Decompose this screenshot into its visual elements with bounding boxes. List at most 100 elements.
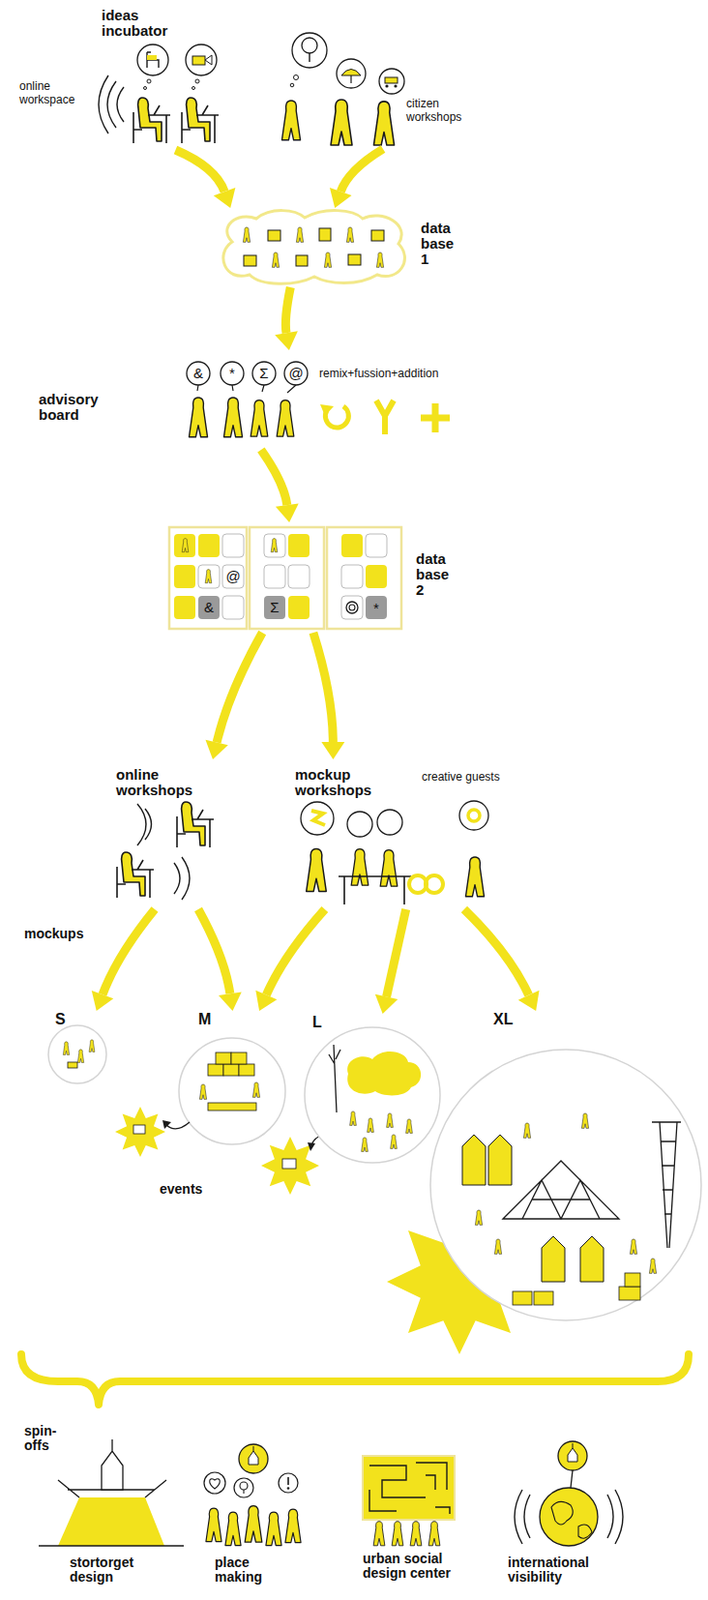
- database-cloud-shape: [376, 252, 384, 267]
- arrow-head: [91, 990, 114, 1011]
- place-making-sketch: [287, 1486, 291, 1490]
- arrow-shaft: [386, 909, 407, 997]
- spin-off-brace: [21, 1354, 689, 1405]
- mockup-circle-xl: [430, 1049, 702, 1321]
- operation-note: remix+fussion+addition: [319, 366, 439, 381]
- remix-symbols: [376, 400, 394, 435]
- flow-arrow: [198, 909, 242, 1011]
- database-cloud-shape: [271, 252, 279, 267]
- mockup-circle-l: [328, 1044, 341, 1113]
- arrow-shaft: [261, 449, 288, 505]
- international-visibility-sketch: [539, 1487, 598, 1546]
- mockup-workshop-sketch: [380, 850, 398, 887]
- event-label: events: [159, 1181, 203, 1197]
- mockup-workshop-sketch: [351, 849, 369, 886]
- database-cloud-shape: [223, 210, 406, 285]
- advisory-group: advisory board: [33, 350, 315, 450]
- arrow-shaft: [464, 909, 530, 996]
- citizen-workshop-sketch: [292, 32, 327, 68]
- citizen-workshop-sketch: [336, 59, 366, 89]
- citizen-workshop-sketch: [301, 37, 318, 54]
- citizen-workshop-sketch: [384, 77, 398, 84]
- bubble-symbol: &: [188, 364, 208, 383]
- online-workspace-sketch: [144, 87, 148, 90]
- mockup-circle-xl: [581, 1113, 589, 1128]
- place-making-sketch: [248, 1445, 259, 1465]
- stortorget-sketch: [101, 1439, 123, 1490]
- mockup-circle-s: [48, 1025, 107, 1084]
- flow-arrow: [205, 632, 263, 760]
- international-visibility-sketch: [570, 1470, 573, 1488]
- mockup-circle-m: [207, 1063, 224, 1076]
- place-making-sketch: [244, 1505, 263, 1543]
- database-tiles: [169, 527, 402, 629]
- citizen-workshop-sketch: [294, 75, 299, 81]
- database-tiles: [222, 564, 244, 589]
- advisory-board-sketch: [220, 361, 244, 385]
- database-cloud-shape: [348, 254, 361, 266]
- online-workspace-sketch: [147, 55, 157, 60]
- bubble-symbol: *: [222, 364, 242, 383]
- event-burst: [282, 1158, 296, 1169]
- place-making-sketch: [234, 1477, 254, 1498]
- arrow-shaft: [340, 148, 384, 192]
- design-center-sketch: [362, 1455, 455, 1546]
- place-making-sketch: [206, 1507, 222, 1541]
- citizen-workshop-sketch: [281, 32, 405, 146]
- stortorget-sketch: [58, 1497, 165, 1546]
- place-making-sketch: [204, 1444, 301, 1546]
- node-text: online workshops: [116, 767, 193, 798]
- online-workshop-sketch: [177, 801, 214, 848]
- arrow-shaft: [216, 632, 263, 742]
- event-burst: [115, 1106, 325, 1195]
- citizen-workshop-sketch: [330, 99, 353, 146]
- arrow-head: [321, 741, 345, 760]
- place-making-sketch: [278, 1473, 298, 1493]
- stage-heading: mockups: [24, 926, 84, 942]
- database-tiles: [288, 533, 310, 558]
- place-making-sketch: [239, 1481, 248, 1490]
- node-text: urban social design center: [362, 1551, 460, 1581]
- arrow-head: [274, 330, 298, 351]
- mockup-circle-xl: [474, 1209, 482, 1225]
- database-tiles: [222, 533, 244, 558]
- database-tiles: [174, 564, 196, 589]
- node-text: online workspace: [19, 79, 75, 107]
- advisory-board-sketch: [186, 361, 210, 385]
- event-burst: [307, 1142, 316, 1151]
- design-center-sketch: [373, 1521, 385, 1546]
- database-tiles: [270, 538, 278, 553]
- citizen-workshop-sketch: [393, 84, 397, 88]
- database-tiles: [222, 595, 244, 620]
- mockup-circle: L: [302, 1013, 443, 1164]
- online-workspace-sketch: [98, 44, 219, 144]
- arrow-shaft: [285, 287, 291, 333]
- arrow-head: [255, 990, 277, 1011]
- advisory-board-sketch: [284, 361, 308, 385]
- database-tiles: [365, 533, 387, 558]
- spin-off-label: stortorget design: [69, 1555, 134, 1585]
- database-tiles: [198, 533, 220, 558]
- place-making-sketch: [204, 1472, 226, 1494]
- advisory-board-sketch: [276, 400, 295, 438]
- stage-heading: spin-offs: [24, 1423, 57, 1453]
- mockup-circle-xl: [629, 1239, 637, 1254]
- mockup-circle-l: [347, 1051, 421, 1095]
- stortorget-sketch: [38, 1439, 184, 1546]
- flow-arrow: [464, 909, 540, 1011]
- node-text: data base 1: [420, 220, 454, 267]
- international-visibility-sketch: [551, 1501, 592, 1538]
- mockup-workshop-sketch: [300, 801, 334, 835]
- database-board: data base 2: [166, 522, 467, 633]
- database-cloud-shape: [243, 255, 257, 266]
- mockup-circle-xl: [651, 1121, 681, 1248]
- flow-arrow: [313, 632, 345, 760]
- flow-arrow: [261, 449, 299, 523]
- workspace-group: online workspace: [14, 38, 230, 150]
- online-workshop-sketch: [137, 803, 152, 846]
- mockup-circle-xl: [512, 1291, 532, 1305]
- flow-arrow: [176, 149, 236, 208]
- database-cloud-shape: [295, 227, 303, 242]
- design-center-sketch: [410, 1521, 422, 1546]
- mockup-circle: S: [43, 1010, 114, 1089]
